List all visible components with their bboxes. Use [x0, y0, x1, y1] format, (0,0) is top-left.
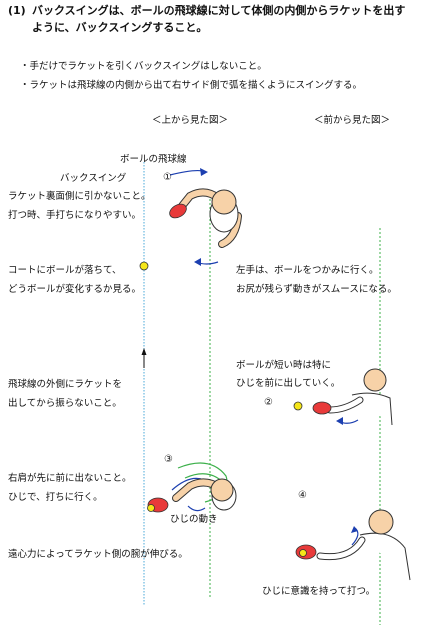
player-head	[368, 509, 394, 535]
label-ball-line: ボールの飛球線	[120, 154, 187, 165]
note-5a: 飛球線の外側にラケットを	[8, 379, 123, 390]
bullet-1: ・手だけでラケットを引くバックスイングはしないこと。	[20, 61, 267, 72]
ball-bounce	[139, 261, 149, 271]
label-num-1: ①	[163, 172, 172, 183]
flight-direction-arrowhead	[141, 348, 147, 355]
note-6a: 右肩が先に前に出ないこと。	[8, 473, 132, 484]
label-num-4: ④	[298, 490, 307, 501]
player-head	[210, 478, 234, 502]
note-2b: どうボールが変化するか見る。	[8, 284, 142, 295]
note-2a: コートにボールが落ちて、	[8, 265, 122, 276]
note-7: 遠心力によってラケット側の腕が伸びる。	[8, 549, 188, 560]
note-6b: ひじで、打ちに行く。	[8, 492, 103, 503]
label-elbow-motion: ひじの動き	[170, 514, 218, 525]
caption-top-view: ＜上から見た図＞	[152, 115, 229, 126]
racket	[312, 401, 332, 415]
note-4b: ひじを前に出していく。	[236, 378, 341, 389]
note-3a: 左手は、ボールをつかみに行く。	[236, 265, 379, 276]
player-head	[363, 368, 387, 392]
caption-front-view: ＜前から見た図＞	[314, 115, 391, 126]
label-num-2: ②	[264, 397, 273, 408]
figure-4-front-view	[295, 509, 411, 581]
note-1a: ラケット裏面側に引かないこと。	[8, 191, 151, 202]
note-5b: 出してから振らないこと。	[8, 398, 122, 409]
note-8: ひじに意識を持って打つ。	[262, 586, 376, 597]
heading-number: (1)	[8, 4, 26, 17]
racket	[169, 203, 187, 219]
heading-line-2: ように、バックスイングすること。	[32, 21, 208, 34]
figure-2-front-view	[312, 368, 393, 426]
figure-1-top-view	[169, 168, 242, 266]
note-3b: お尻が残らず動きがスムースになる。	[236, 284, 397, 295]
player-head	[211, 189, 237, 215]
label-backswing: バックスイング	[60, 173, 127, 184]
label-num-3: ③	[164, 454, 173, 465]
note-4a: ボールが短い時は特に	[236, 360, 332, 371]
ball-front	[293, 401, 303, 411]
heading-line-1: バックスイングは、ボールの飛球線に対して体側の内側からラケットを出す	[32, 4, 406, 17]
figure-3-top-view	[147, 462, 237, 513]
note-1b: 打つ時、手打ちになりやすい。	[8, 210, 142, 221]
bullet-2: ・ラケットは飛球線の内側から出て右サイド側で弧を描くようにスイングする。	[20, 80, 363, 91]
